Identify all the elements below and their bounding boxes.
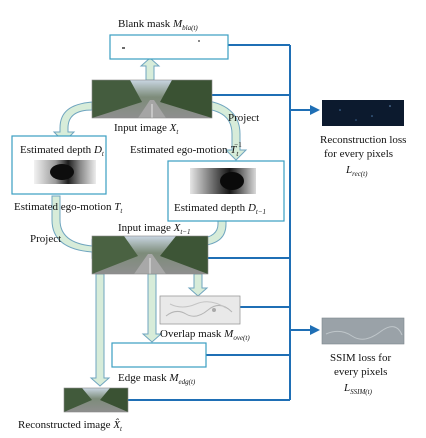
- ssim-loss-line2: every pixels: [334, 366, 387, 378]
- blank-mask-label: Blank mask Mbla(t): [118, 18, 198, 32]
- blank-mask-dot: [122, 47, 125, 49]
- estimated-depth-t-label: Estimated depth Dt: [20, 144, 105, 158]
- overlap-mask-image: [159, 295, 241, 325]
- input-xt1-label: Input image Xt−1: [118, 222, 191, 236]
- input-image-xt: [91, 79, 213, 119]
- flow-arrows: [51, 57, 248, 387]
- edge-mask-label: Edge mask Medg(t): [118, 372, 196, 386]
- input-image-xt1: [91, 235, 209, 275]
- ego-motion-inv-label: Estimated ego-motion Tt−1: [130, 141, 242, 158]
- depth-map-t: [34, 160, 96, 184]
- input-xt-label: Input image Xt: [114, 122, 179, 136]
- reconstructed-label: Reconstructed image X̂t: [18, 418, 123, 433]
- estimated-depth-t1-label: Estimated depth Dt−1: [174, 202, 266, 216]
- project-left-label: Project: [30, 233, 61, 245]
- ssim-loss-image: [321, 317, 405, 345]
- reconstructed-image: [63, 387, 129, 413]
- loss-arrows: [290, 105, 320, 335]
- ssim-loss-symbol: LSSIM(t): [343, 382, 373, 396]
- blank-mask-box: [109, 34, 229, 60]
- arrow-to-edge-mask: [141, 273, 163, 343]
- arrow-to-overlap-mask: [187, 273, 209, 297]
- blank-mask-dot: [198, 40, 200, 42]
- reconstruction-loss-image: [322, 100, 404, 126]
- recon-loss-symbol: Lrec(t): [345, 164, 368, 178]
- recon-loss-line2: for every pixels: [324, 148, 393, 160]
- recon-loss-line1: Reconstruction loss: [320, 134, 406, 146]
- arrow-xt-to-ego-motion-inv: [199, 99, 248, 161]
- edge-mask-box: [111, 342, 207, 368]
- ssim-loss-line1: SSIM loss for: [330, 352, 391, 364]
- project-top-label: Project: [228, 112, 259, 124]
- ego-motion-label: Estimated ego-motion Tt: [14, 201, 123, 215]
- arrow-up-to-blank-mask: [139, 57, 161, 81]
- overlap-mask-label: Overlap mask Move(t): [160, 328, 250, 342]
- depth-map-t1: [190, 168, 256, 194]
- connector-lines: [128, 44, 291, 401]
- arrow-to-reconstructed: [89, 273, 111, 387]
